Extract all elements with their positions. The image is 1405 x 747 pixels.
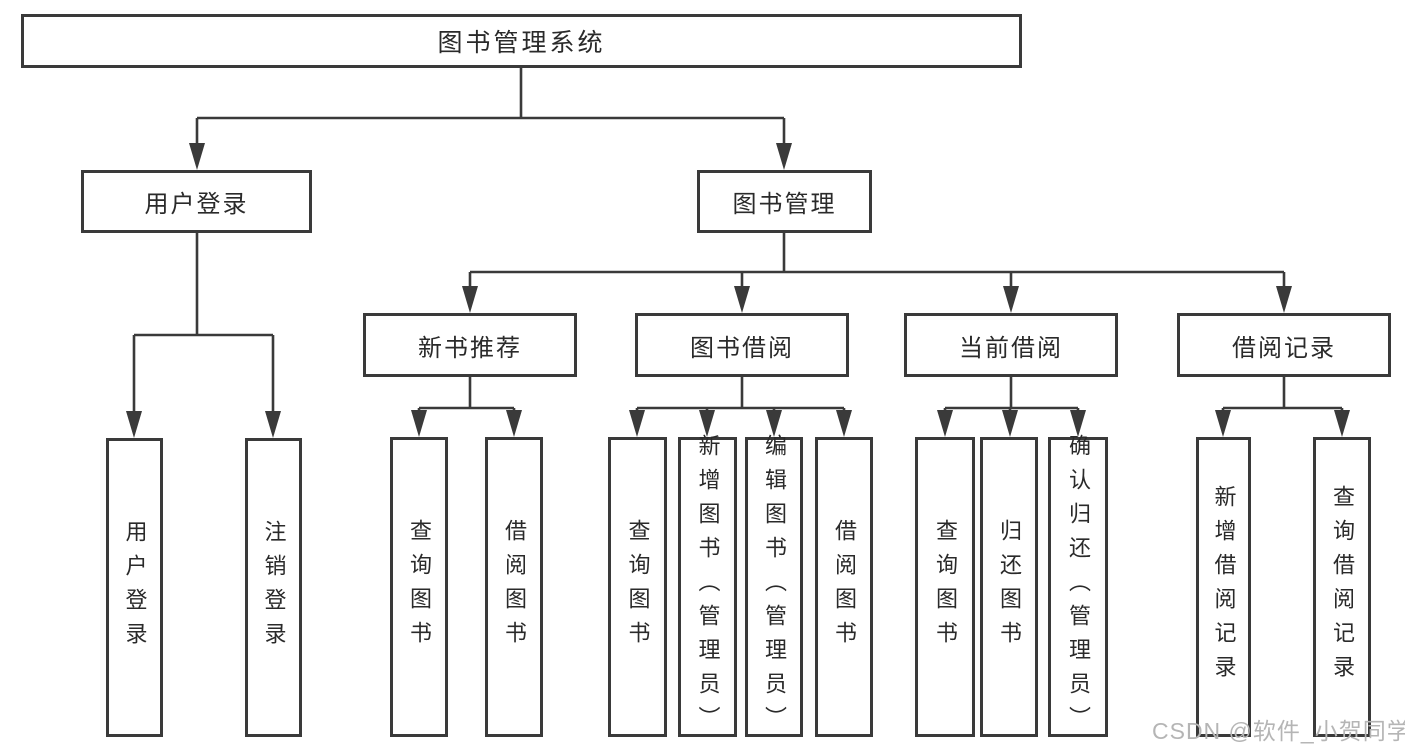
leaf-logout: 注销登录 — [245, 438, 302, 737]
arrow-down-icon — [1215, 410, 1231, 437]
node-book-management: 图书管理 — [697, 170, 872, 233]
arrow-down-icon — [126, 411, 142, 438]
leaf-user-login: 用户登录 — [106, 438, 163, 737]
node-book-borrow: 图书借阅 — [635, 313, 849, 377]
node-borrow-records: 借阅记录 — [1177, 313, 1391, 377]
arrow-down-icon — [506, 410, 522, 437]
arrow-down-icon — [937, 410, 953, 437]
arrow-down-icon — [1003, 286, 1019, 313]
connector-currentborrow-to-leaves — [943, 377, 1080, 414]
arrow-down-icon — [462, 286, 478, 313]
arrow-down-icon — [1334, 410, 1350, 437]
connector-newbook-to-leaves — [417, 377, 516, 414]
leaf-records-query-record: 查询借阅记录 — [1313, 437, 1371, 737]
leaf-newbook-borrow-book: 借阅图书 — [485, 437, 543, 737]
arrow-down-icon — [1070, 410, 1086, 437]
node-user-login: 用户登录 — [81, 170, 312, 233]
arrowheads — [126, 143, 1350, 438]
csdn-watermark: CSDN @软件_小贺同学 — [1152, 718, 1405, 744]
leaf-borrow-add-book-admin: 新增图书（管理员） — [678, 434, 737, 740]
arrow-down-icon — [1276, 286, 1292, 313]
leaf-newbook-query-book: 查询图书 — [390, 437, 448, 737]
leaf-borrow-borrow-book: 借阅图书 — [815, 437, 873, 737]
node-library-system: 图书管理系统 — [21, 14, 1022, 68]
leaf-borrow-edit-book-admin: 编辑图书（管理员） — [745, 434, 803, 740]
connector-lines — [132, 68, 1344, 414]
arrow-down-icon — [411, 410, 427, 437]
node-new-book-recommend: 新书推荐 — [363, 313, 577, 377]
arrow-down-icon — [189, 143, 205, 170]
connector-userlogin-to-leaves — [132, 233, 275, 414]
arrow-down-icon — [629, 410, 645, 437]
leaf-records-add-record: 新增借阅记录 — [1196, 437, 1251, 737]
leaf-current-return-book: 归还图书 — [980, 437, 1038, 737]
node-current-borrow: 当前借阅 — [904, 313, 1118, 377]
connector-root-to-level2 — [195, 68, 786, 146]
arrow-down-icon — [766, 410, 782, 437]
arrow-down-icon — [699, 410, 715, 437]
leaf-current-query-book: 查询图书 — [915, 437, 975, 737]
leaf-current-confirm-return-admin: 确认归还（管理员） — [1048, 434, 1108, 740]
arrow-down-icon — [836, 410, 852, 437]
connector-records-to-leaves — [1221, 377, 1344, 414]
arrow-down-icon — [1002, 410, 1018, 437]
arrow-down-icon — [776, 143, 792, 170]
arrow-down-icon — [265, 411, 281, 438]
leaf-borrow-query-book: 查询图书 — [608, 437, 667, 737]
connector-bookborrow-to-leaves — [635, 377, 846, 414]
arrow-down-icon — [734, 286, 750, 313]
connector-bookmgmt-to-level3 — [468, 233, 1286, 290]
